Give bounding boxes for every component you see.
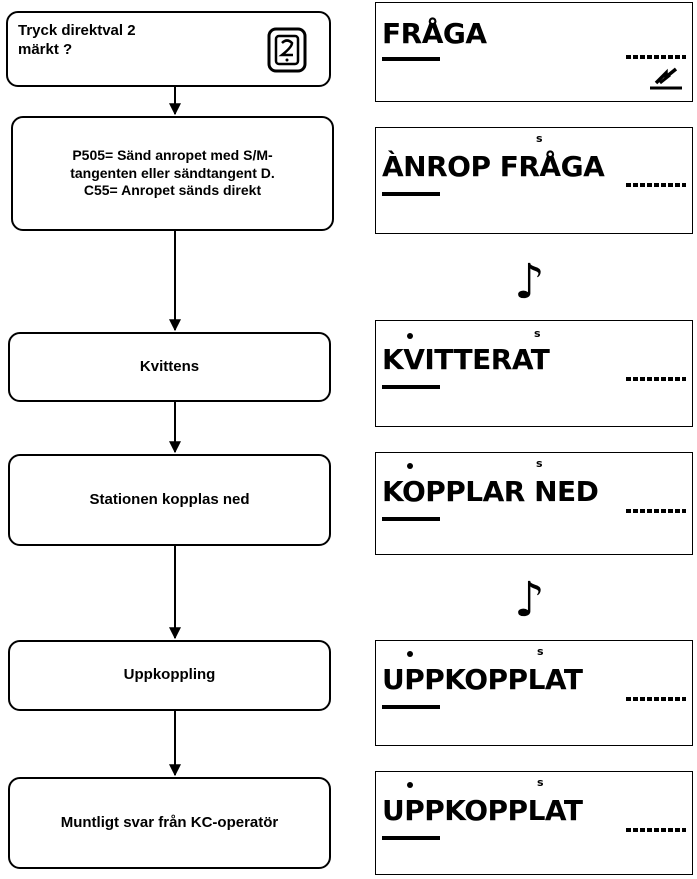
lcd-cursor [382,385,440,389]
lcd-display-kopplar-ned: KOPPLAR NED s [375,452,693,555]
lcd-display-uppkopplat-2: UPPKOPPLAT s [375,771,693,875]
lcd-dashes [626,377,686,381]
lcd-marker: s [536,132,543,145]
flow-box-p505: P505= Sänd anropet med S/M- tangenten el… [11,116,334,231]
flow-box-kvittens: Kvittens [8,332,331,402]
lcd-display-fraga: FRÅGA [375,2,693,102]
flow-box-line: Uppkoppling [123,666,216,684]
lcd-marker: s [536,457,543,470]
key-2-icon [267,27,307,73]
flow-box-key2: Tryck direktval 2 märkt ? [6,11,331,87]
lcd-text: UPPKOPPLAT [382,663,583,696]
lcd-display-kvitterat: KVITTERAT s [375,320,693,427]
lcd-marker: s [537,776,544,789]
lcd-cursor [382,57,440,61]
lcd-marker-dot [407,463,413,469]
music-note-icon: ♪ [514,572,545,628]
lcd-dashes [626,828,686,832]
flow-box-line: Kvittens [139,357,200,375]
lcd-marker-dot [407,333,413,339]
flow-box-line: P505= Sänd anropet med S/M- [72,147,273,164]
lcd-text: KOPPLAR NED [382,475,599,508]
lcd-display-uppkopplat-1: UPPKOPPLAT s [375,640,693,746]
lcd-dashes [626,509,686,513]
flow-box-kopplas-ned: Stationen kopplas ned [8,454,331,546]
flow-box-line: Stationen kopplas ned [89,490,250,508]
lcd-text: UPPKOPPLAT [382,794,583,827]
flow-box-line: Muntligt svar från KC-operatör [60,813,279,831]
flow-box-line: tangenten eller sändtangent D. [70,164,275,181]
flow-box-line: märkt ? [18,40,73,58]
lcd-marker: s [534,327,541,340]
lcd-marker-dot [407,782,413,788]
lcd-display-anrop-fraga: ÀNROP FRÅGA s [375,127,693,234]
music-note-icon: ♪ [514,254,545,310]
flow-box-uppkoppling: Uppkoppling [8,640,331,711]
lcd-text: ÀNROP FRÅGA [382,150,605,183]
lcd-cursor [382,192,440,196]
flow-box-line: Tryck direktval 2 [18,22,136,39]
lcd-dashes [626,183,686,187]
lcd-cursor [382,517,440,521]
flow-box-line: C55= Anropet sänds direkt [83,182,262,199]
lcd-text: FRÅGA [382,17,487,50]
lcd-dashes [626,55,686,59]
signal-icon [650,67,682,90]
lcd-marker: s [537,645,544,658]
flow-box-muntligt-svar: Muntligt svar från KC-operatör [8,777,331,869]
lcd-text: KVITTERAT [382,343,550,376]
lcd-marker-dot [407,651,413,657]
lcd-cursor [382,836,440,840]
lcd-cursor [382,705,440,709]
lcd-dashes [626,697,686,701]
